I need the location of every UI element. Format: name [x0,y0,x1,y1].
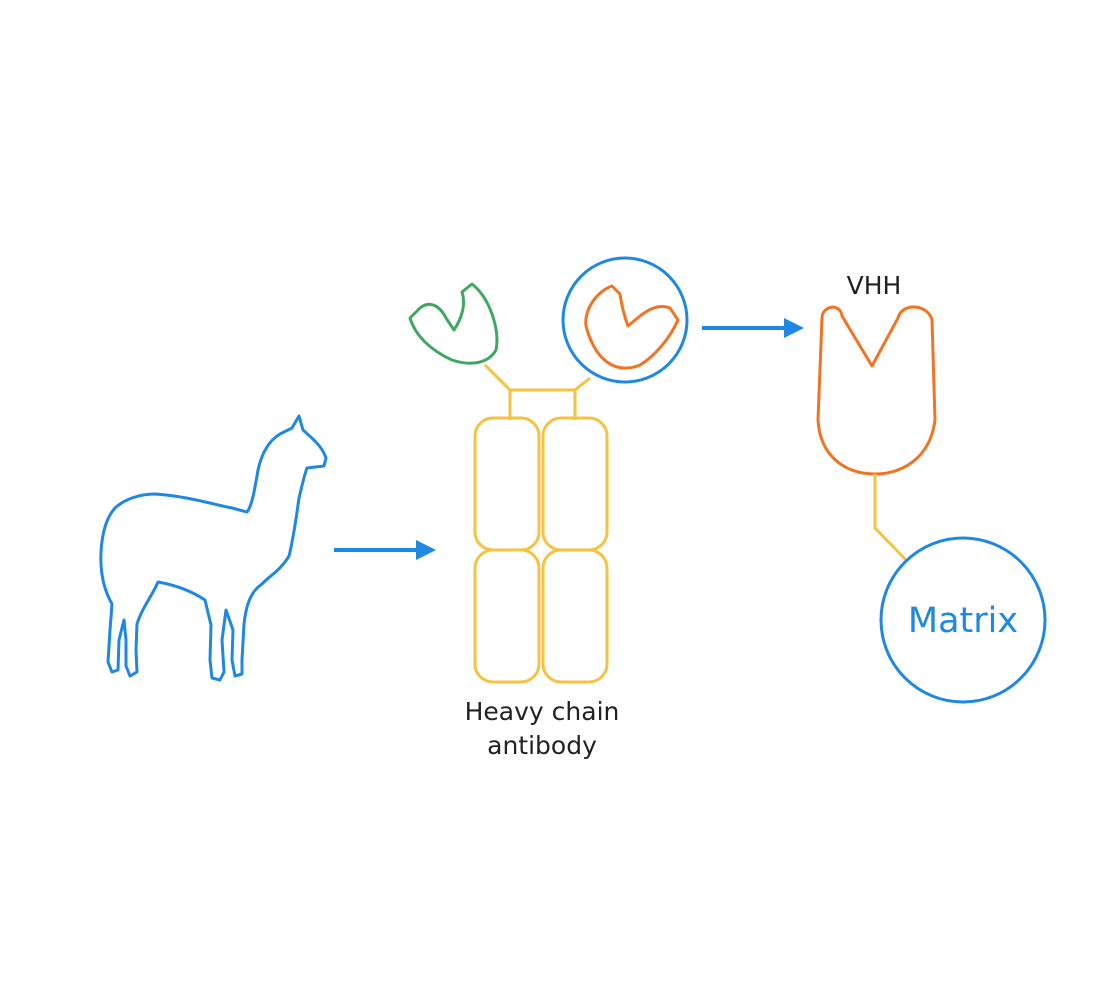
vhh-highlight-circle [561,256,689,384]
antibody-domain-right-upper [541,416,609,552]
antigen-binding-domain-orange [584,284,680,370]
antibody-domain-left-upper [473,416,541,552]
antibody-domain-left-lower [473,548,541,684]
antibody-domain-right-lower [541,548,609,684]
antigen-binding-domain-green [408,282,499,365]
vhh-fragment [816,305,1047,704]
vhh-label: VHH [847,271,902,300]
antibody-label-line1: Heavy chain [465,697,620,726]
vhh-domain [816,305,937,476]
vhh-linker [873,474,908,562]
heavy-chain-antibody [408,256,689,684]
antibody-hinge [483,363,591,420]
llama-silhouette-icon [99,414,328,682]
matrix-circle [879,536,1047,704]
antibody-label-line2: antibody [487,731,597,760]
matrix-label: Matrix [908,601,1018,641]
